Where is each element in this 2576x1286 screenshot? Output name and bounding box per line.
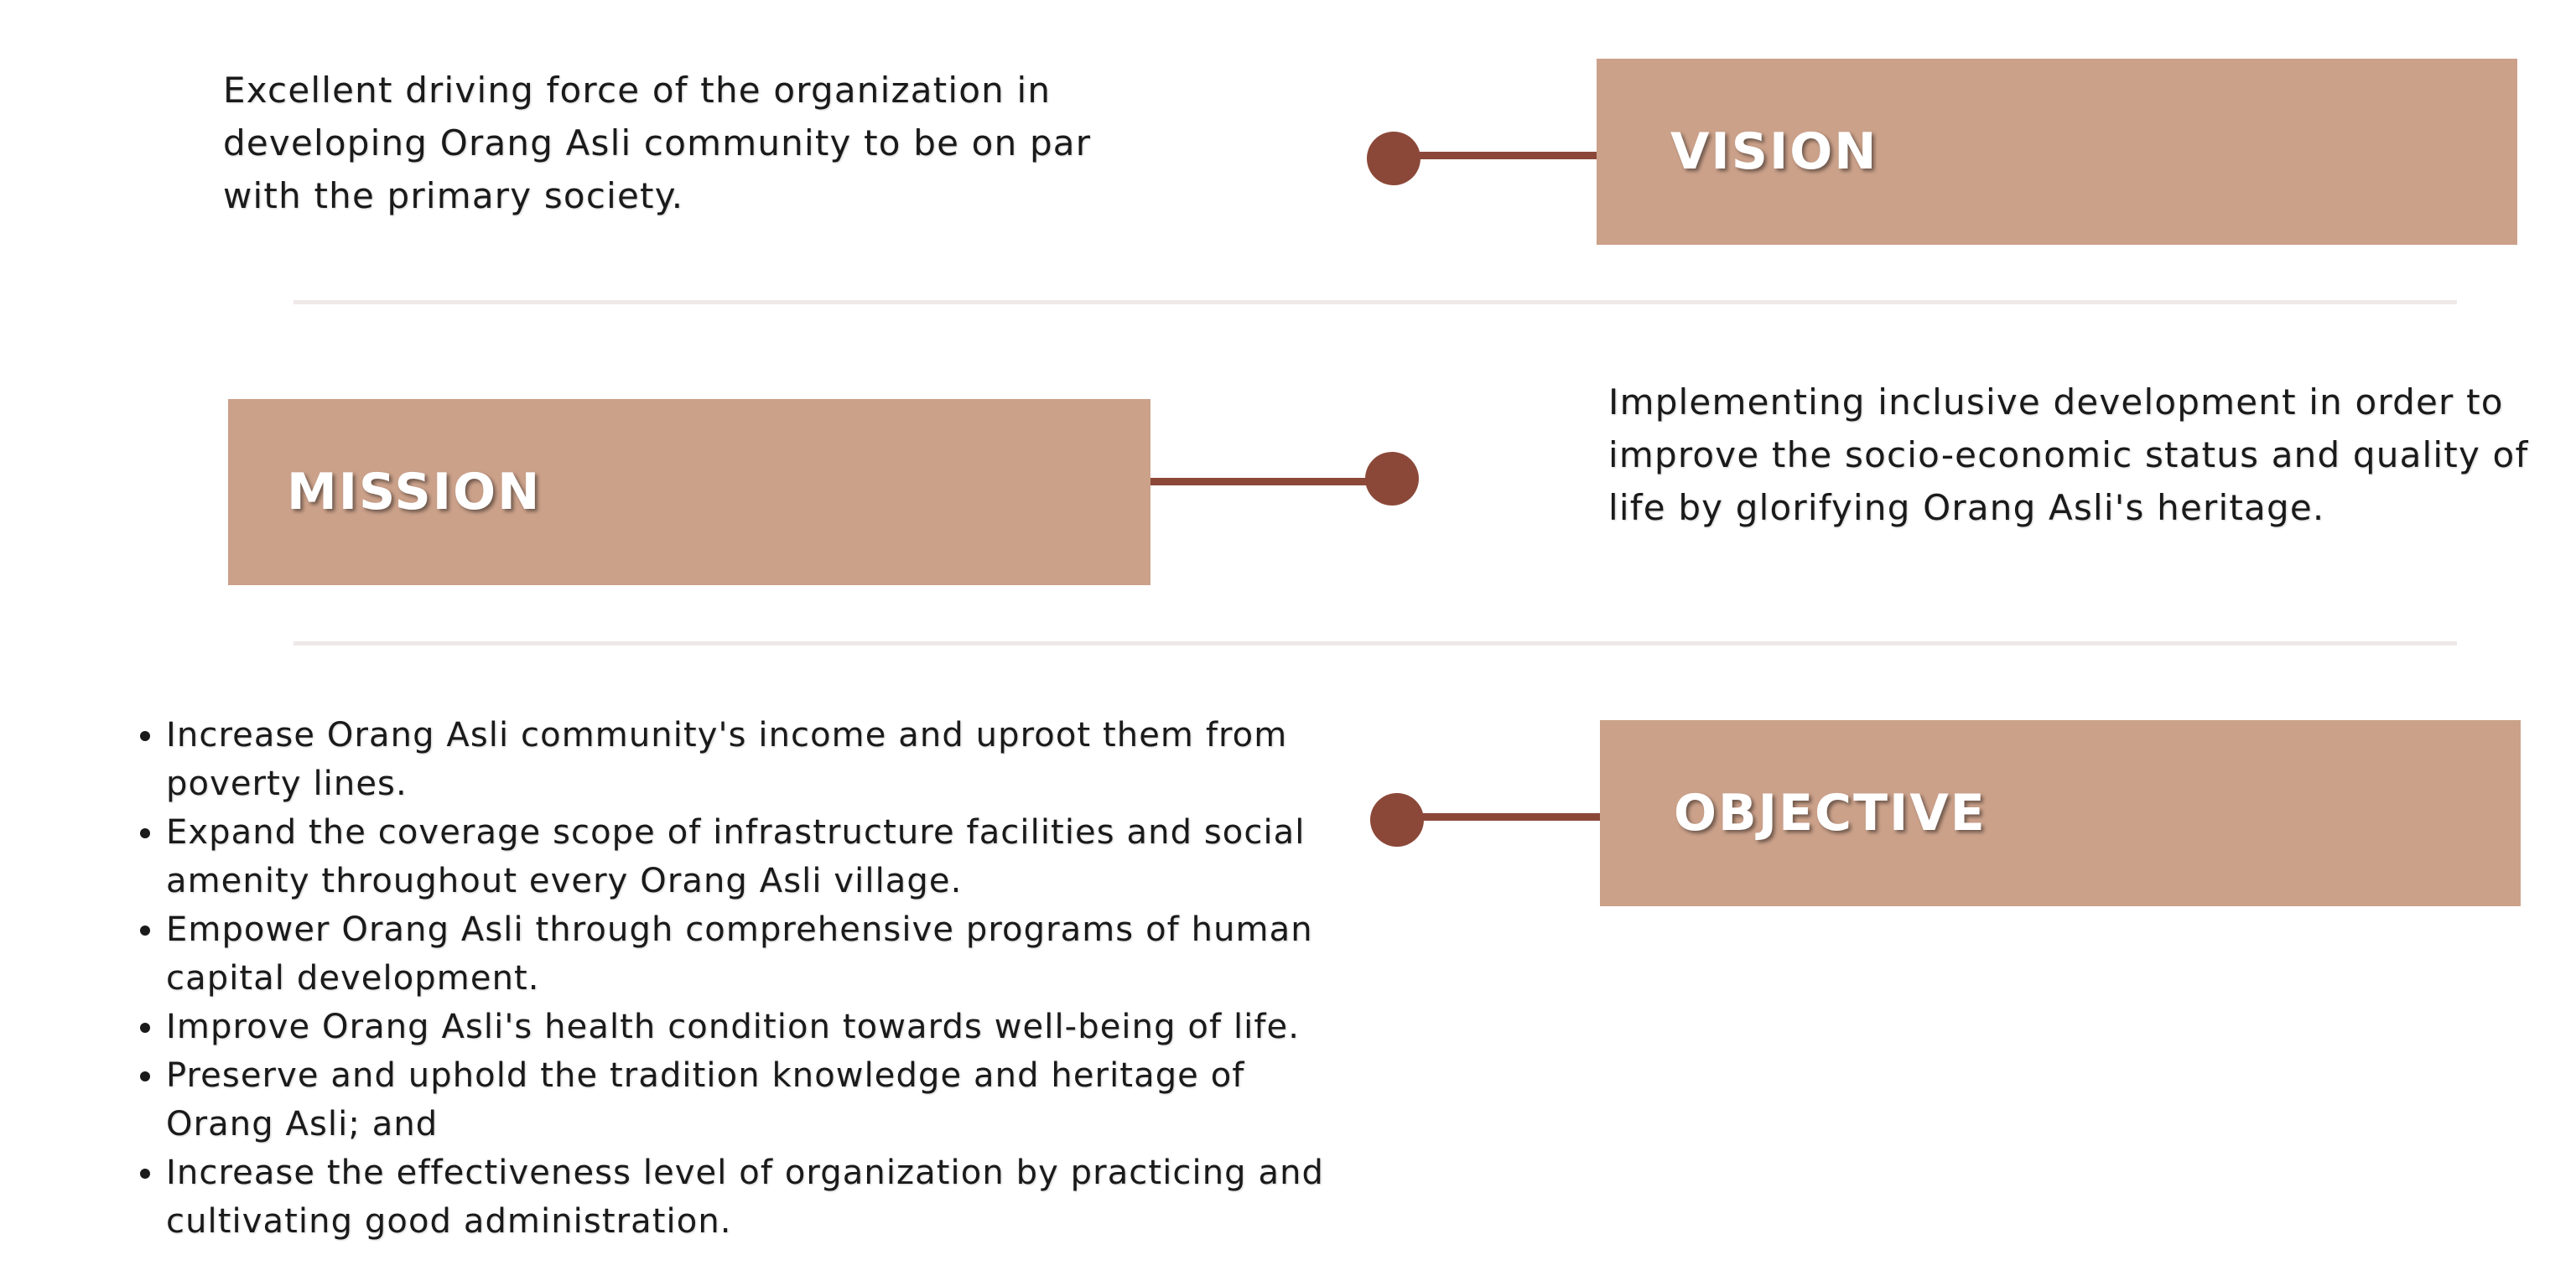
mission-connector-line	[1150, 478, 1377, 485]
objective-item: Preserve and uphold the tradition knowle…	[166, 1051, 1357, 1149]
objective-connector-line	[1395, 813, 1602, 821]
mission-label: MISSION	[287, 463, 542, 521]
divider-middle	[293, 641, 2457, 646]
objective-item: Expand the coverage scope of infrastruct…	[166, 808, 1357, 905]
objective-label-box: OBJECTIVE	[1600, 720, 2521, 906]
objective-item: Increase Orang Asli community's income a…	[166, 711, 1357, 808]
divider-top	[293, 300, 2457, 304]
objective-list: Increase Orang Asli community's income a…	[126, 711, 1357, 1246]
mission-connector-dot	[1365, 452, 1419, 506]
objective-item: Empower Orang Asli through comprehensive…	[166, 905, 1357, 1003]
objective-item: Improve Orang Asli's health condition to…	[166, 1003, 1357, 1051]
vision-label: VISION	[1670, 122, 1878, 181]
mission-text: Implementing inclusive development in or…	[1608, 381, 2529, 528]
vision-text: Excellent driving force of the organizat…	[223, 70, 1092, 216]
vision-connector-line	[1392, 152, 1598, 159]
objective-item: Increase the effectiveness level of orga…	[166, 1149, 1357, 1246]
vision-label-box: VISION	[1597, 59, 2517, 245]
mission-label-box: MISSION	[228, 399, 1150, 585]
objective-label: OBJECTIVE	[1674, 784, 1987, 843]
